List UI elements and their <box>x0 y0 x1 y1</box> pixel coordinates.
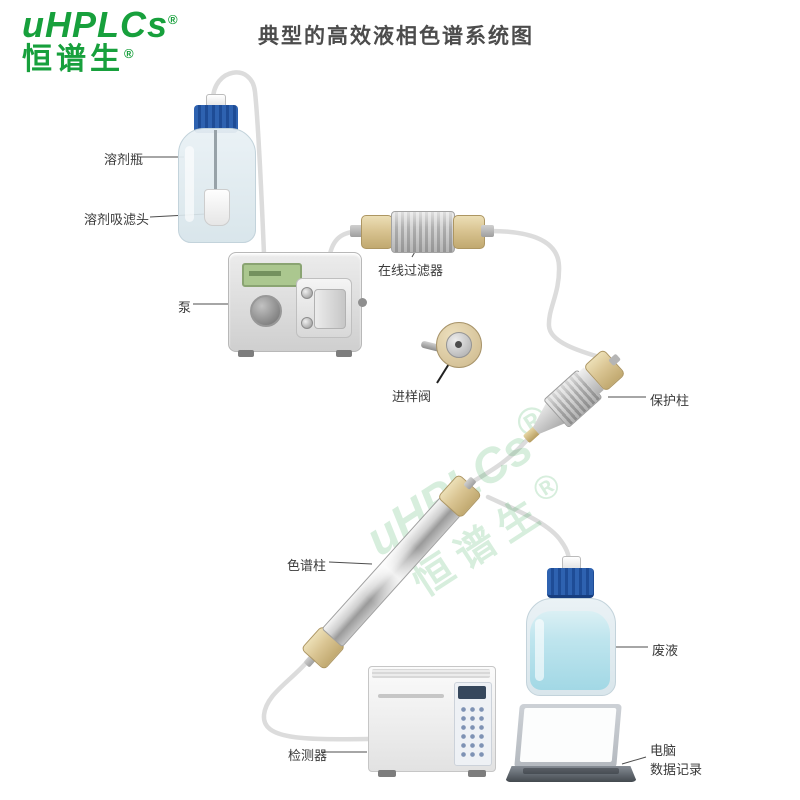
detector-vents <box>372 669 490 678</box>
laptop-keyboard <box>523 768 619 774</box>
leader-column <box>328 561 373 565</box>
detector <box>368 666 496 777</box>
waste-bottle <box>526 556 616 696</box>
tube-guard-to-column <box>471 437 530 484</box>
laptop-screen <box>514 704 622 768</box>
valve-center <box>455 341 462 348</box>
brand-latin-text: uHPLCs <box>22 4 169 45</box>
label-guard-column: 保护柱 <box>650 393 690 408</box>
brand-logo: uHPLCs® 恒谱生® <box>22 6 179 75</box>
filter-port <box>350 225 363 237</box>
detector-foot <box>378 770 396 777</box>
detector-screen <box>458 686 486 699</box>
label-injection-valve: 进样阀 <box>392 389 432 404</box>
laptop-computer <box>505 704 637 784</box>
bottle-glass-body <box>526 598 616 696</box>
filter-end-nut <box>453 215 485 249</box>
valve-body <box>436 322 482 368</box>
brand-chinese-text: 恒谱生 <box>22 42 124 76</box>
pump-knob <box>250 295 282 327</box>
tube-bottle-to-pump <box>210 70 267 257</box>
label-column: 色谱柱 <box>287 558 327 573</box>
tube-filter-to-guard-column <box>487 228 609 362</box>
laptop-base <box>505 766 637 782</box>
pump-display <box>242 263 302 287</box>
glass-highlight <box>185 146 194 222</box>
pump-head <box>296 278 352 338</box>
injection-valve <box>420 322 482 368</box>
solvent-bottle <box>178 94 256 244</box>
glass-highlight <box>535 619 544 681</box>
suction-tube <box>214 130 217 192</box>
registered-mark-icon: ® <box>124 45 138 61</box>
screw-icon <box>358 298 367 307</box>
pump-foot <box>238 350 254 357</box>
screw-icon <box>301 287 313 299</box>
label-computer: 电脑 <box>650 743 677 758</box>
solvent-filter-head <box>204 189 230 226</box>
pump-foot <box>336 350 352 357</box>
detector-keypad <box>459 705 487 759</box>
leader-computer <box>621 756 647 765</box>
label-pump: 泵 <box>178 300 192 315</box>
detector-foot <box>468 770 486 777</box>
label-solvent-filter: 溶剂吸滤头 <box>84 212 150 227</box>
inline-filter <box>350 209 494 253</box>
label-inline-filter: 在线过滤器 <box>378 263 444 278</box>
label-data-record: 数据记录 <box>650 762 703 777</box>
pump-display-text <box>249 271 281 276</box>
hplc-pump <box>228 252 367 357</box>
bottle-cap <box>547 568 594 598</box>
filter-end-nut <box>361 215 393 249</box>
label-detector: 检测器 <box>288 748 328 763</box>
detector-slot <box>378 694 444 698</box>
screw-icon <box>301 317 313 329</box>
label-solvent-bottle: 溶剂瓶 <box>104 152 144 167</box>
pump-head-core <box>314 289 346 329</box>
brand-logo-chinese: 恒谱生® <box>22 44 179 76</box>
brand-logo-latin: uHPLCs® <box>22 6 179 44</box>
label-waste: 废液 <box>652 643 679 658</box>
registered-mark-icon: ® <box>168 12 179 27</box>
detector-control-panel <box>454 682 492 766</box>
page-title: 典型的高效液相色谱系统图 <box>258 25 534 48</box>
tube-column-to-detector <box>261 660 371 742</box>
filter-port <box>481 225 494 237</box>
laptop-screen-display <box>519 708 617 762</box>
filter-knurled-body <box>391 211 455 253</box>
